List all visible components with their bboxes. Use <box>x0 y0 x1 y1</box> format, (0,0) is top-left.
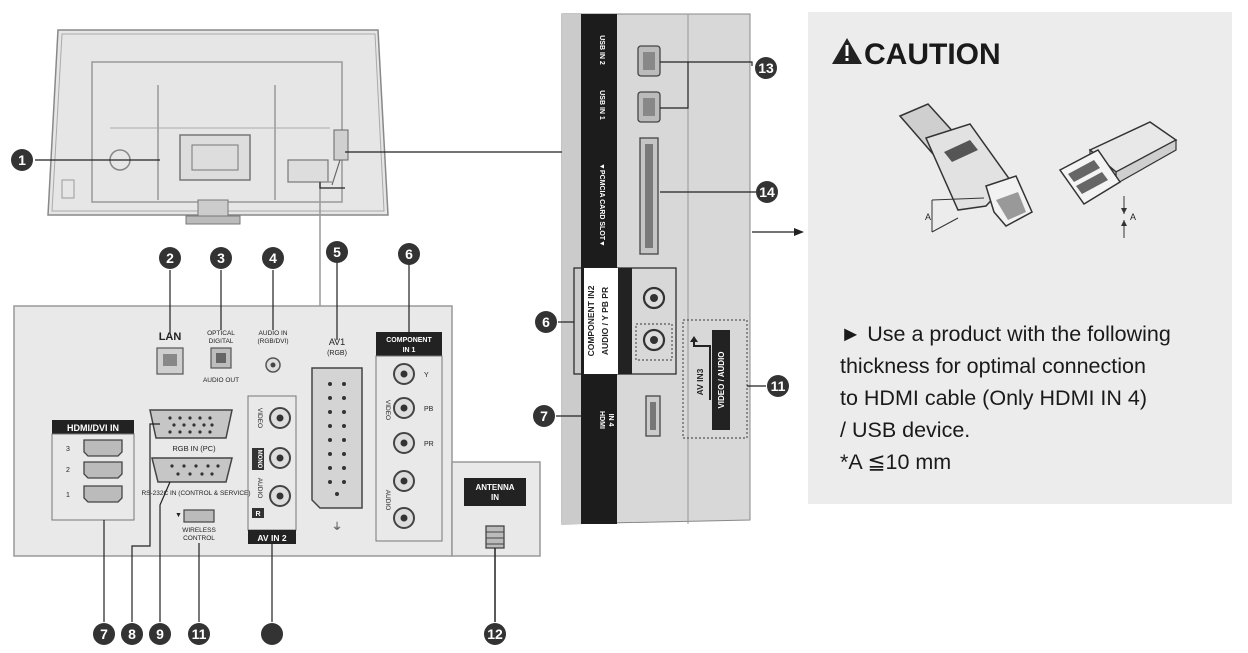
caution-panel <box>808 12 1232 504</box>
antenna-panel: ANTENNA IN <box>451 461 541 622</box>
rear-connector-panel: LAN OPTICAL DIGITAL AUDIO OUT AUDIO IN (… <box>13 181 453 557</box>
callout-2: 2 <box>166 250 174 266</box>
digital-label: DIGITAL <box>209 338 234 345</box>
comp-audio-label: AUDIO <box>384 490 391 511</box>
callout-7: 7 <box>100 626 108 642</box>
hdmi-in4-label: HDMI <box>598 411 605 429</box>
component-in1-header <box>376 332 442 356</box>
comp-pb-label: PB <box>424 406 434 413</box>
control-label: CONTROL <box>183 535 215 542</box>
caution-line-2: thickness for optimal connection <box>840 354 1146 378</box>
lan-label: LAN <box>159 331 182 343</box>
antenna-label: ANTENNA <box>475 483 514 492</box>
component-in1-sub-label: IN 1 <box>403 347 416 354</box>
hdmi-3-label: 3 <box>66 446 70 453</box>
callout-4: 4 <box>269 250 277 266</box>
callout-12: 12 <box>487 626 503 642</box>
dim-a-hdmi: A <box>925 212 931 222</box>
comp-pr-label: PR <box>424 441 434 448</box>
scart-port[interactable] <box>311 367 363 509</box>
component-in2-label: COMPONENT IN2 <box>586 285 596 356</box>
av-in2-label: AV IN 2 <box>257 533 286 543</box>
side-panel: USB IN 2 USB IN 1 ▼PCMCIA CARD SLOT▼ HDM… <box>561 13 751 525</box>
hdmi-in4-sub-label: IN 4 <box>607 414 614 427</box>
av-in3-sub-label: VIDEO / AUDIO <box>717 351 726 408</box>
callout-1: 1 <box>18 152 26 168</box>
audio-in-sub-label: (RGB/DVI) <box>257 338 288 345</box>
callout-6b: 6 <box>542 314 550 330</box>
comp-video-label: VIDEO <box>384 400 391 420</box>
hdmi-plug-illustration: A <box>898 103 1033 233</box>
wireless-control-port[interactable] <box>183 509 215 523</box>
leader-lines <box>35 61 796 622</box>
audio-in-label: AUDIO IN <box>259 330 288 337</box>
hdmi-2-port[interactable] <box>83 461 123 479</box>
hdmi-2-label: 2 <box>66 467 70 474</box>
svg-text:▼: ▼ <box>175 512 182 519</box>
hdmi-dvi-header <box>52 420 134 434</box>
av2-mono-label: MONO <box>256 450 262 469</box>
callout-6: 6 <box>405 246 413 262</box>
usb-in1-label: USB IN 1 <box>598 90 605 120</box>
svg-text:⏚: ⏚ <box>332 521 342 533</box>
hdmi-1-port[interactable] <box>83 485 123 503</box>
callout-11: 11 <box>192 626 207 642</box>
callout-5: 5 <box>333 244 341 260</box>
caution-line-4: / USB device. <box>840 418 971 442</box>
rs232c-port[interactable] <box>151 457 233 483</box>
antenna-port[interactable] <box>485 525 505 549</box>
callout-14: 14 <box>759 184 775 200</box>
pcmcia-label: ▼PCMCIA CARD SLOT▼ <box>598 163 605 247</box>
av2-video-label: VIDEO <box>256 408 263 428</box>
rs232c-label: RS-232C IN (CONTROL & SERVICE) <box>141 490 250 497</box>
callout-8: 8 <box>128 626 136 642</box>
callout-blank <box>261 623 283 645</box>
wireless-label: WIRELESS <box>182 527 216 534</box>
rgb-in-label: RGB IN (PC) <box>172 444 216 453</box>
antenna-in-label: IN <box>491 493 499 502</box>
hdmi-3-port[interactable] <box>83 439 123 457</box>
component-in1-jacks <box>393 363 415 529</box>
caution-text: ► Use a product with the following thick… <box>840 318 1245 478</box>
callout-9: 9 <box>156 626 164 642</box>
usb-in2-label: USB IN 2 <box>598 35 605 65</box>
comp-y-label: Y <box>424 372 429 379</box>
warning-triangle-icon <box>832 38 862 64</box>
caution-line-5: *A ≦10 mm <box>840 450 952 474</box>
callout-7b: 7 <box>540 408 548 424</box>
hdmi-1-label: 1 <box>66 492 70 499</box>
caution-title: CAUTION <box>864 38 1001 71</box>
av1-label: AV1 <box>329 337 345 347</box>
component-in2-sub-label: AUDIO / Y PB PR <box>600 287 610 355</box>
caution-line-1: ► Use a product with the following <box>840 322 1171 346</box>
component-in1-label: COMPONENT <box>386 337 432 344</box>
av1-sub-label: (RGB) <box>327 350 347 357</box>
dim-a-usb: A <box>1130 212 1136 222</box>
callout-3: 3 <box>217 250 225 266</box>
audio-out-label: AUDIO OUT <box>203 377 239 384</box>
callout-13: 13 <box>758 60 774 76</box>
tv-rear-view <box>47 29 389 225</box>
usb-device-illustration: A <box>1058 121 1178 238</box>
av-in3-label: AV IN3 <box>695 368 705 395</box>
rgb-in-port[interactable] <box>149 409 233 439</box>
optical-label: OPTICAL <box>207 330 235 337</box>
av-in2-header <box>248 530 296 544</box>
av2-audio-label: AUDIO <box>256 478 263 499</box>
hdmi-dvi-label: HDMI/DVI IN <box>67 423 119 433</box>
callout-11b: 11 <box>771 378 786 394</box>
callouts: 1 2 3 4 5 6 7 8 9 11 12 13 14 6 7 11 <box>11 57 789 645</box>
caution-line-3: to HDMI cable (Only HDMI IN 4) <box>840 386 1148 410</box>
av2-r-label: R <box>255 511 260 518</box>
